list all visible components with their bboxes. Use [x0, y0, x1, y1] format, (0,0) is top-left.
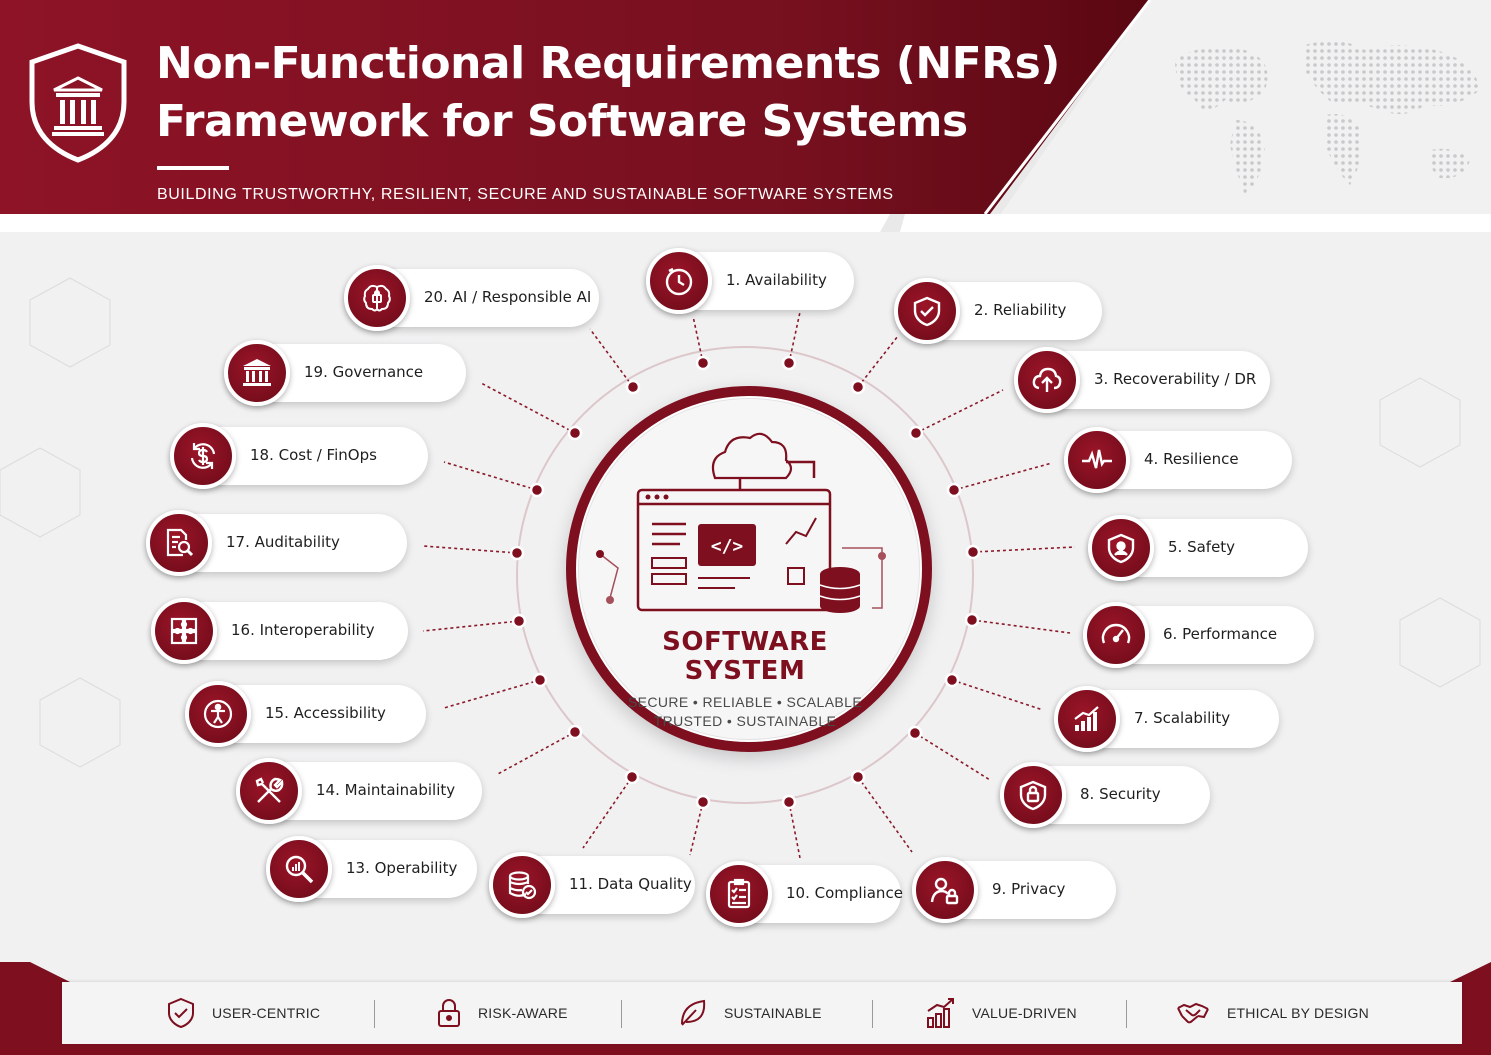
nfr-label: 3. Recoverability / DR [1094, 370, 1257, 388]
shield-user-icon [1088, 515, 1154, 581]
puzzle-icon [151, 598, 217, 664]
leaf-icon [681, 999, 706, 1026]
nfr-governance: 19. Governance [224, 340, 466, 406]
nfr-operability: 13. Operability [266, 836, 477, 902]
hub-title-line-1: SOFTWARE [662, 627, 828, 657]
value-label: SUSTAINABLE [724, 1005, 822, 1021]
nfr-recoverability: 3. Recoverability / DR [1014, 347, 1270, 413]
nfr-safety: 5. Safety [1088, 515, 1308, 581]
value-sustainable: SUSTAINABLE [676, 982, 856, 1044]
nfr-performance: 6. Performance [1083, 602, 1314, 668]
nfr-accessibility: 15. Accessibility [185, 681, 426, 747]
browser-code-database-cloud-icon: </> [596, 432, 886, 613]
nfr-maintainability: 14. Maintainability [236, 758, 482, 824]
nfr-label: 14. Maintainability [316, 781, 456, 799]
nfr-interoperability: 16. Interoperability [151, 598, 408, 664]
nfr-scalability: 7. Scalability [1054, 686, 1279, 752]
footer-values-panel [62, 982, 1462, 1044]
nfr-cost-finops: 18. Cost / FinOps [170, 423, 428, 489]
bar-growth-icon [927, 998, 954, 1028]
padlock-icon [438, 999, 460, 1027]
ai-brain-icon [344, 265, 410, 331]
value-risk-aware: RISK-AWARE [432, 982, 612, 1044]
nfr-label: 19. Governance [304, 363, 424, 381]
shield-check-icon [168, 997, 194, 1029]
value-label: RISK-AWARE [478, 1005, 568, 1021]
nfr-resilience: 4. Resilience [1064, 427, 1292, 493]
nfr-reliability: 2. Reliability [894, 278, 1102, 344]
shield-lock-icon [1000, 762, 1066, 828]
tools-icon [236, 758, 302, 824]
nfr-label: 8. Security [1080, 785, 1161, 803]
nfr-label: 6. Performance [1163, 625, 1278, 643]
value-label: USER-CENTRIC [212, 1005, 321, 1021]
svg-text:</>: </> [711, 536, 744, 557]
nfr-label: 7. Scalability [1134, 709, 1231, 727]
user-lock-icon [912, 857, 978, 923]
logo-institution-shield-icon [29, 43, 127, 163]
document-search-icon [146, 510, 212, 576]
database-check-icon [489, 852, 555, 918]
speedometer-icon [1083, 602, 1149, 668]
page-title-line-2: Framework for Software Systems [156, 96, 968, 147]
hub-tagline-line-1: SECURE • RELIABLE • SCALABLE [627, 694, 863, 710]
handshake-icon [1177, 1002, 1209, 1024]
nfr-label: 9. Privacy [992, 880, 1066, 898]
nfr-security: 8. Security [1000, 762, 1210, 828]
shield-check-icon [894, 278, 960, 344]
nfr-label: 16. Interoperability [231, 621, 375, 639]
cloud-upload-icon [1014, 347, 1080, 413]
hub-title-line-2: SYSTEM [684, 656, 806, 686]
nfr-label: 5. Safety [1168, 538, 1236, 556]
nfr-label: 11. Data Quality [569, 875, 692, 893]
divider [621, 1000, 622, 1028]
institution-icon [224, 340, 290, 406]
value-user-centric: USER-CENTRIC [160, 982, 360, 1044]
nfr-label: 4. Resilience [1144, 450, 1239, 468]
divider [1126, 1000, 1127, 1028]
nfr-label: 13. Operability [346, 859, 458, 877]
nfr-label: 1. Availability [726, 271, 827, 289]
divider [374, 1000, 375, 1028]
checklist-icon [706, 861, 772, 927]
value-ethical-by-design: ETHICAL BY DESIGN [1176, 982, 1396, 1044]
world-map-decoration [1175, 41, 1480, 195]
nfr-label: 2. Reliability [974, 301, 1067, 319]
header-band [0, 0, 1491, 232]
growth-chart-icon [1054, 686, 1120, 752]
nfr-responsible-ai: 20. AI / Responsible AI [344, 265, 599, 331]
accessibility-icon [185, 681, 251, 747]
nfr-data-quality: 11. Data Quality [489, 852, 695, 918]
nfr-compliance: 10. Compliance [706, 861, 903, 927]
nfr-auditability: 17. Auditability [146, 510, 407, 576]
divider [872, 1000, 873, 1028]
heartbeat-icon [1064, 427, 1130, 493]
nfr-privacy: 9. Privacy [912, 857, 1116, 923]
value-label: ETHICAL BY DESIGN [1227, 1005, 1369, 1021]
nfr-label: 10. Compliance [786, 884, 903, 902]
clock-check-icon [646, 248, 712, 314]
magnifier-chart-icon [266, 836, 332, 902]
page-title-line-1: Non-Functional Requirements (NFRs) [156, 38, 1060, 89]
page-subtitle: BUILDING TRUSTWORTHY, RESILIENT, SECURE … [157, 186, 894, 203]
nfr-label: 18. Cost / FinOps [250, 446, 377, 464]
nfr-label: 17. Auditability [226, 533, 340, 551]
hub-tagline-line-2: TRUSTED • SUSTAINABLE [653, 713, 837, 729]
nfr-availability: 1. Availability [646, 248, 854, 314]
dollar-cycle-icon [170, 423, 236, 489]
value-value-driven: VALUE-DRIVEN [924, 982, 1114, 1044]
nfr-label: 15. Accessibility [265, 704, 386, 722]
value-label: VALUE-DRIVEN [972, 1005, 1077, 1021]
title-underline [157, 166, 229, 170]
hub-inner-disc [578, 398, 920, 740]
nfr-label: 20. AI / Responsible AI [424, 288, 592, 306]
